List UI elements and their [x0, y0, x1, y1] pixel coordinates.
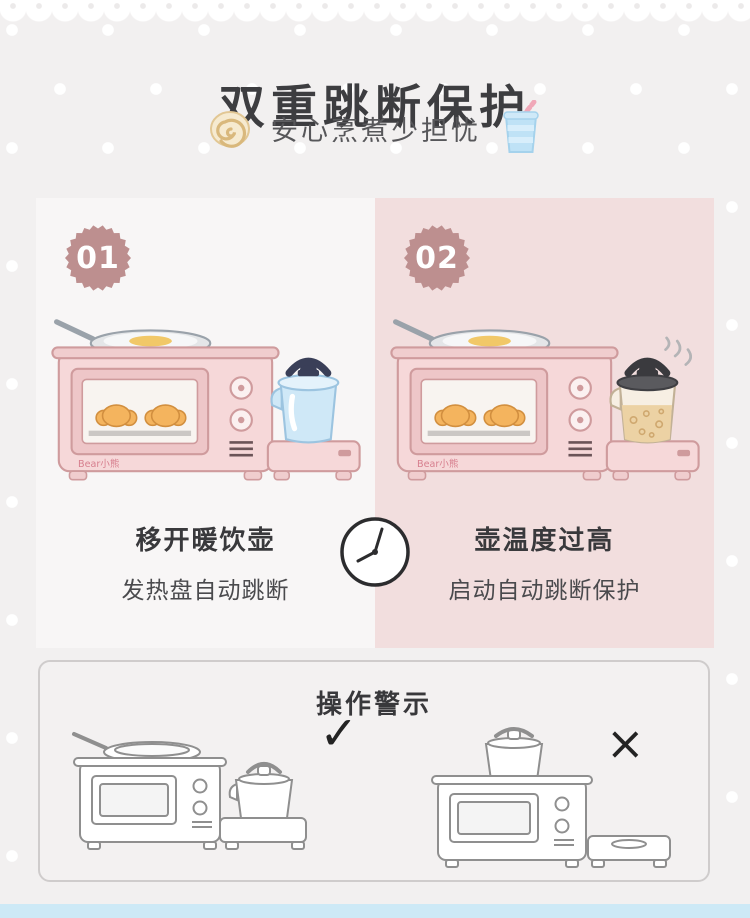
protection-panels: 01 移开暖饮壶 发热盘自动跳断 02 壶温度过高 启动自动跳断: [36, 198, 714, 648]
step-panel-2: 02 壶温度过高 启动自动跳断保护: [375, 198, 714, 648]
step-panel-1: 01 移开暖饮壶 发热盘自动跳断: [36, 198, 375, 648]
wrong-usage-illustration: ×: [402, 720, 682, 872]
page-subtitle: 安心烹煮少担忧: [271, 115, 481, 147]
iced-drink-icon: [503, 100, 539, 153]
page-title: 双重跳断保护: [219, 79, 531, 134]
step-caption-1: 移开暖饮壶 发热盘自动跳断: [36, 520, 375, 605]
check-mark-icon: ✓: [319, 706, 358, 760]
meringue-cookie-icon: [210, 111, 250, 148]
step-heading: 移开暖饮壶: [135, 526, 276, 556]
step-description: 发热盘自动跳断: [121, 578, 290, 604]
oven-with-kettle-illustration: [46, 302, 366, 490]
step-badge-2: 02: [403, 224, 471, 292]
warning-title: 操作警示: [315, 690, 432, 720]
clock-icon: [340, 517, 410, 587]
lace-border: [0, 0, 750, 28]
step-heading: 壶温度过高: [474, 526, 615, 556]
lace-bar: [0, 0, 750, 11]
operation-warning-section: 操作警示 ✓ ×: [38, 660, 710, 882]
subtitle-row: 安心烹煮少担忧: [0, 100, 750, 156]
warning-illustrations: ✓ ×: [40, 710, 708, 872]
bottom-accent-bar: [0, 904, 750, 918]
lace-scallops: [0, 11, 750, 28]
cross-mark-icon: ×: [606, 716, 645, 770]
oven-lineart-correct: [72, 732, 308, 851]
step-badge-1: 01: [64, 224, 132, 292]
step-number: 02: [415, 240, 459, 276]
step-caption-2: 壶温度过高 启动自动跳断保护: [375, 520, 714, 605]
scallop-stamp: [404, 225, 470, 291]
oven-with-boiling-kettle-illustration: [385, 302, 705, 490]
correct-usage-illustration: ✓: [66, 710, 358, 872]
step-description: 启动自动跳断保护: [448, 578, 641, 604]
step-number: 01: [76, 240, 120, 276]
scallop-stamp: [65, 225, 131, 291]
